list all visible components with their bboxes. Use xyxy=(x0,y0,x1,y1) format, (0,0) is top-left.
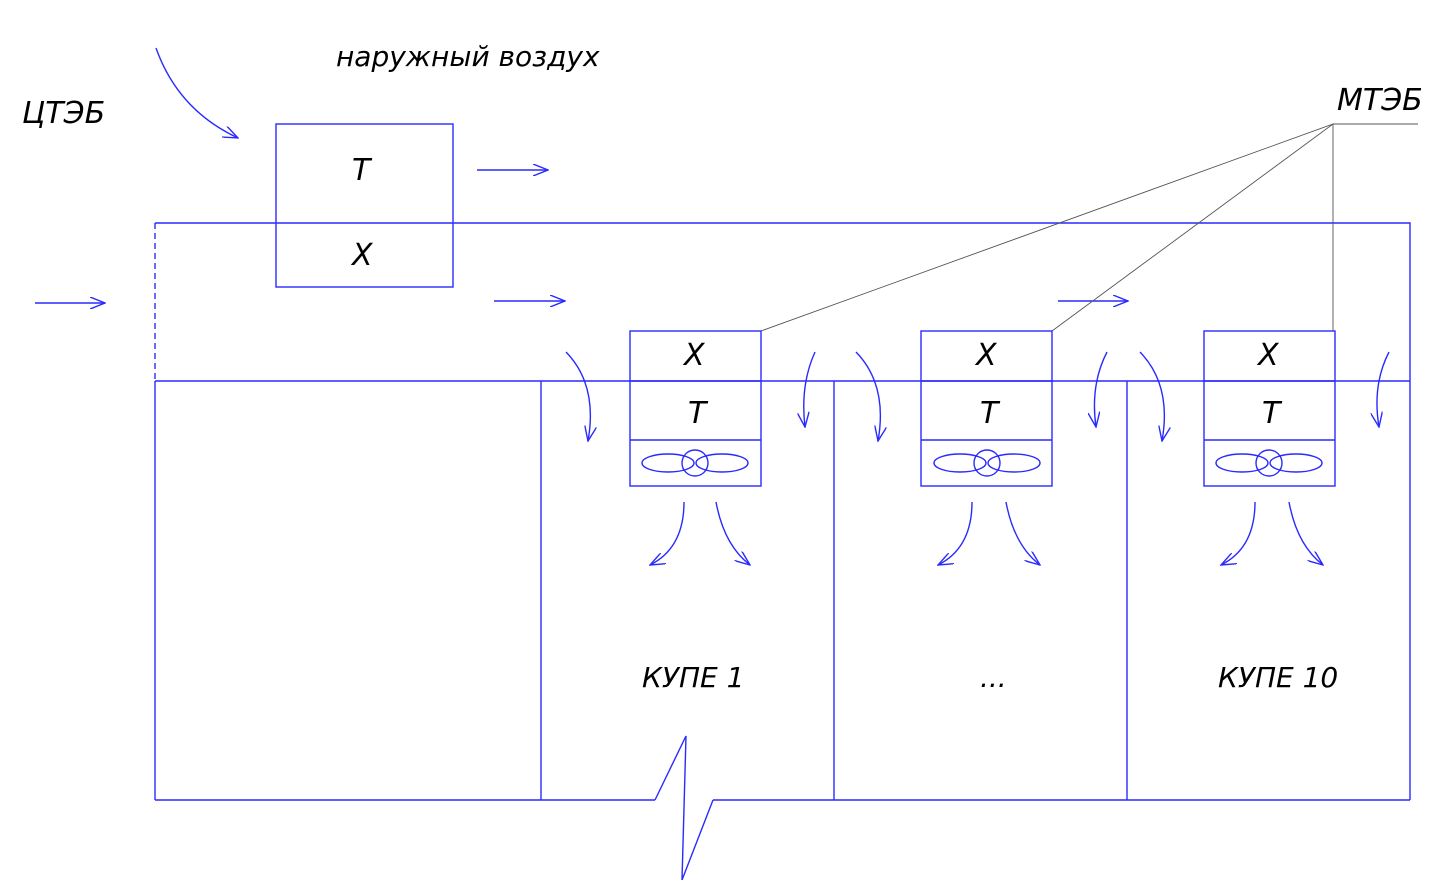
central-block-top-label: Т xyxy=(352,153,373,188)
local-unit-label: МТЭБ xyxy=(1337,83,1423,118)
outside-air-arrow xyxy=(155,47,238,138)
outside-air-label: наружный воздух xyxy=(336,40,600,73)
local-block-2-middle-label: Т xyxy=(980,396,1001,431)
local-unit-2 xyxy=(920,330,1053,487)
local-block-3-middle-label: Т xyxy=(1262,396,1283,431)
air-duct xyxy=(154,222,1411,381)
local-block-1-top-label: Х xyxy=(682,338,706,373)
discharge-arrows xyxy=(650,501,1323,565)
local-block-1-middle-label: Т xyxy=(688,396,709,431)
local-unit-1 xyxy=(629,330,762,487)
compartment-1-label: КУПЕ 1 xyxy=(642,661,744,694)
local-unit-3 xyxy=(1203,330,1336,487)
local-block-3-top-label: Х xyxy=(1256,338,1280,373)
intake-arrows xyxy=(565,351,1390,441)
leader-lines xyxy=(760,123,1418,332)
central-unit-block xyxy=(275,123,454,288)
compartment-10-label: КУПЕ 10 xyxy=(1218,661,1338,694)
local-block-2-top-label: Х xyxy=(974,338,998,373)
fan-icon xyxy=(1215,449,1323,477)
fan-icon xyxy=(641,449,749,477)
central-unit-label: ЦТЭБ xyxy=(22,96,105,131)
compartment-ellipsis-label: ... xyxy=(980,661,1007,694)
fan-icon xyxy=(933,449,1041,477)
central-block-bottom-label: Х xyxy=(350,238,374,273)
break-line-symbol xyxy=(654,735,714,880)
car-body xyxy=(154,380,1411,801)
